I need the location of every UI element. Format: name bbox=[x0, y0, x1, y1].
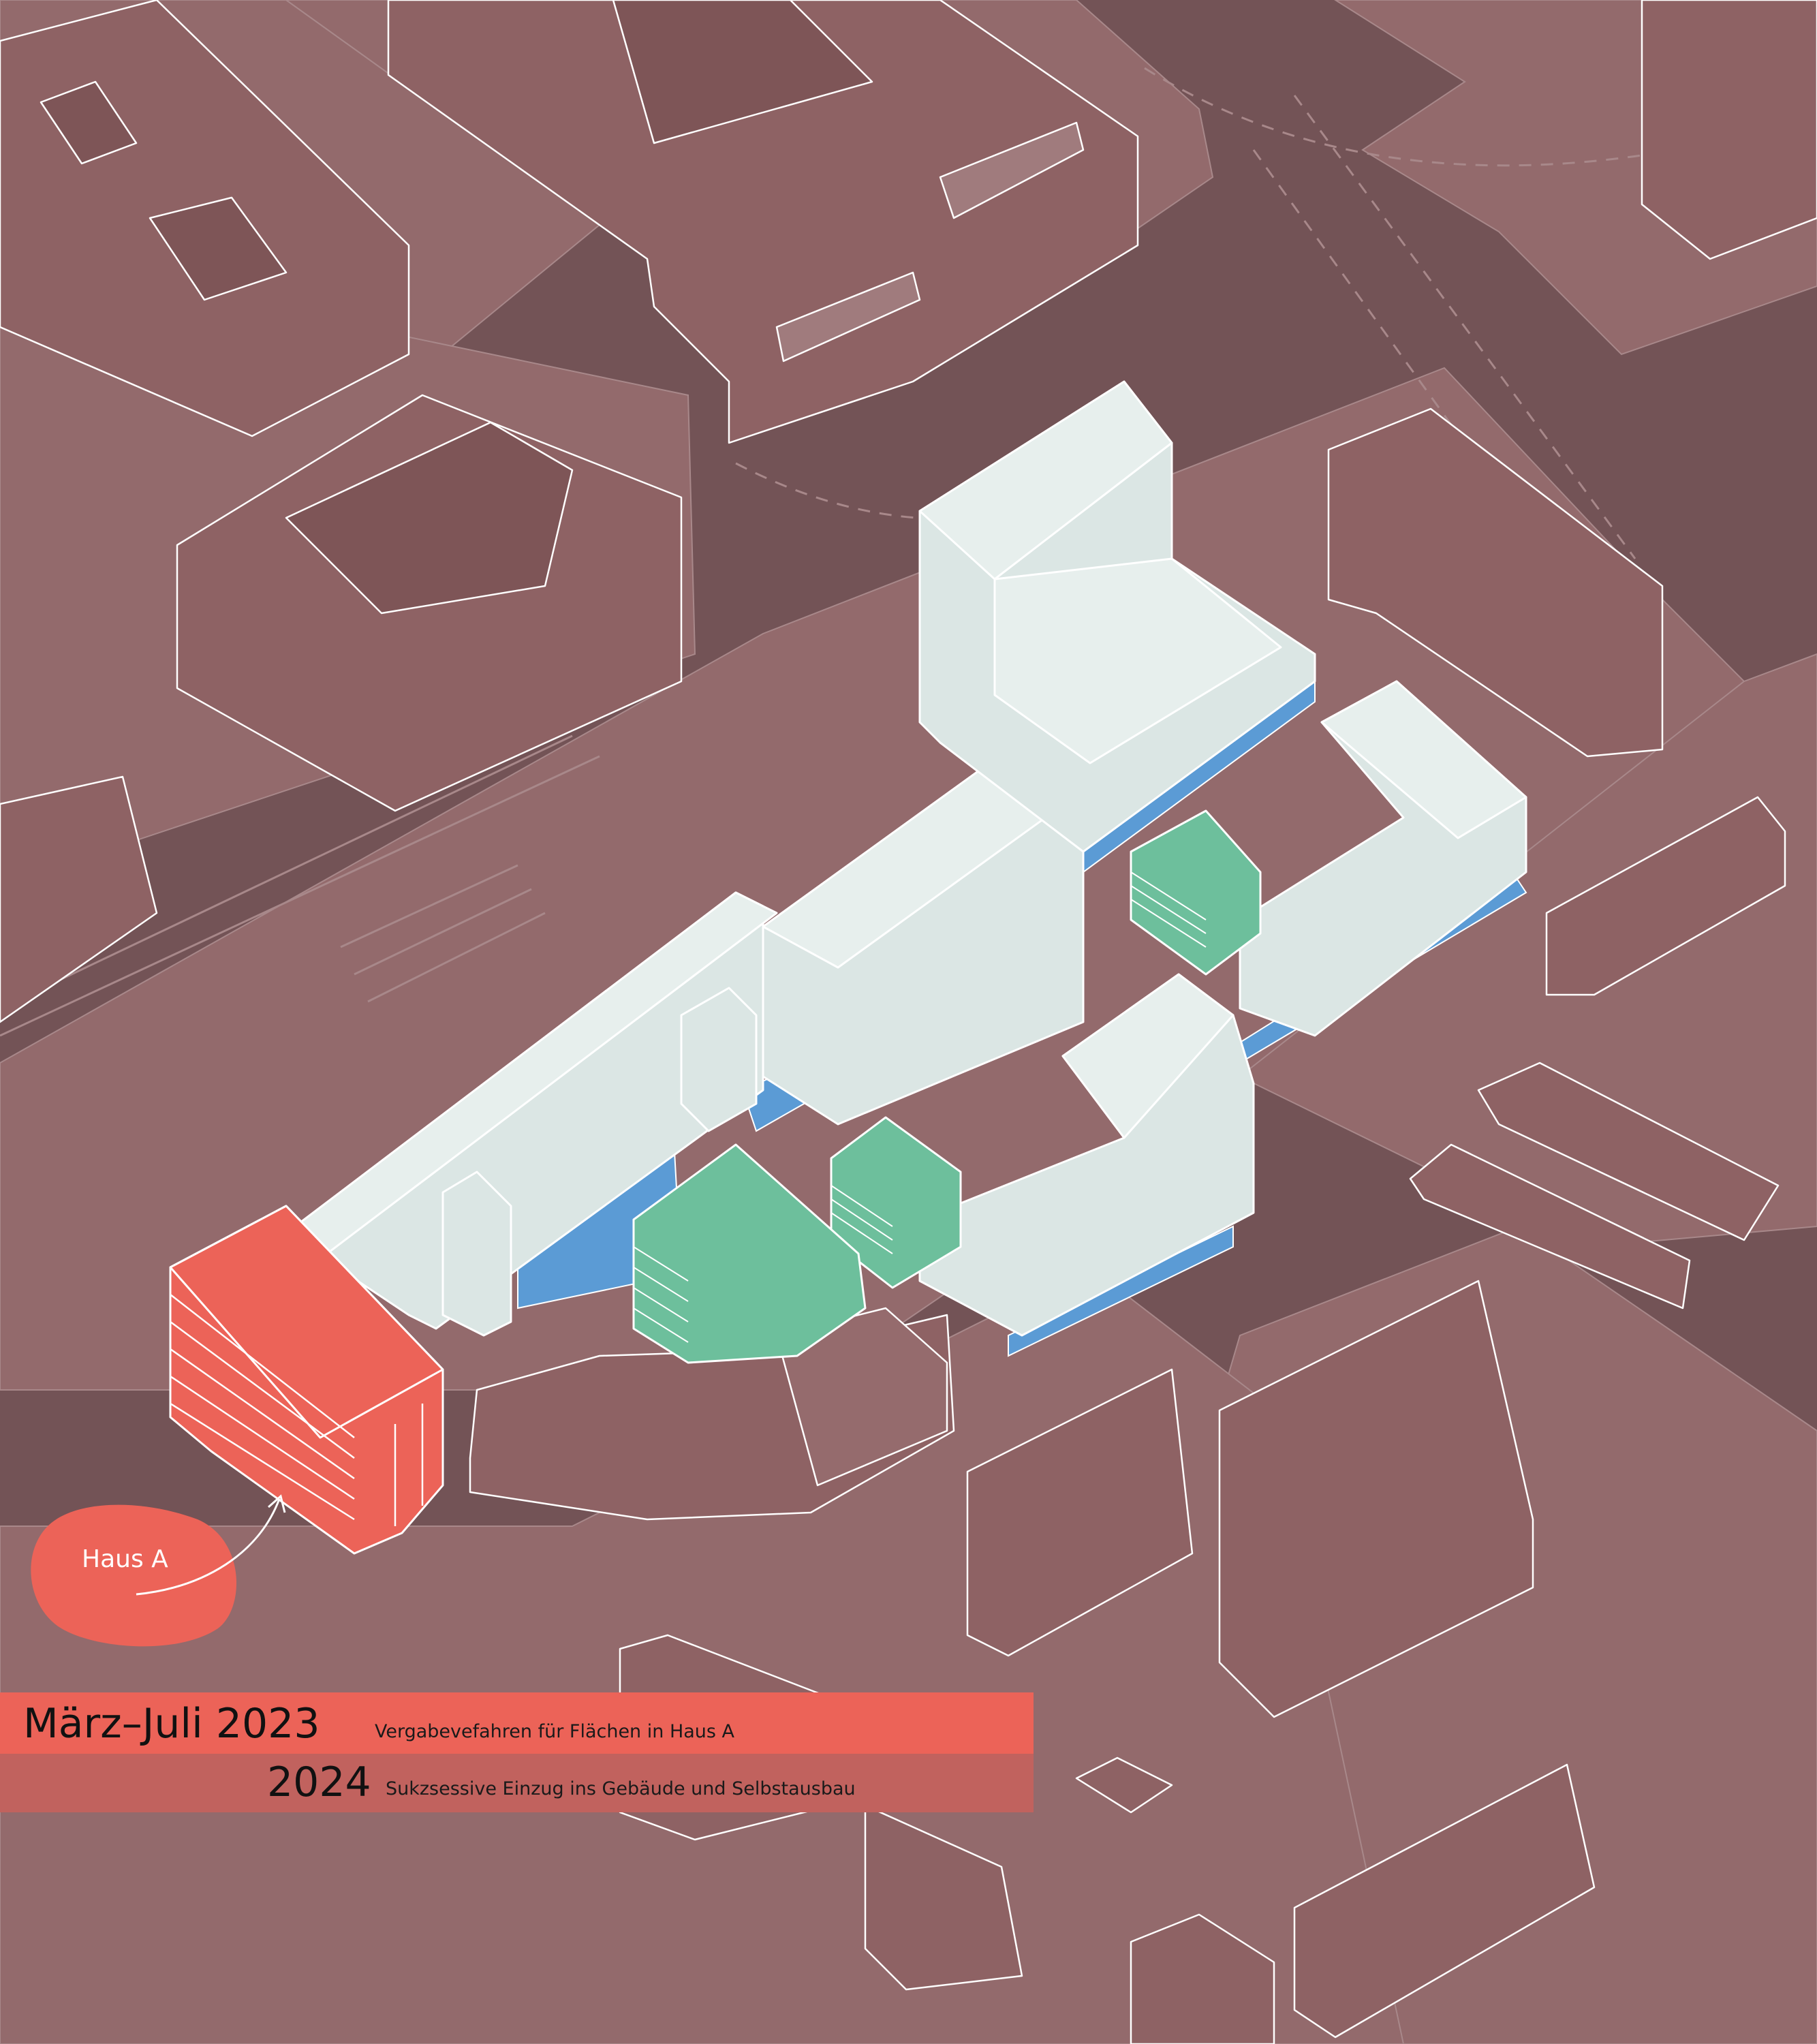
context-building-east-row-3 bbox=[1409, 1143, 1691, 1310]
context-building-north bbox=[387, 0, 1139, 444]
context-building-s-2 bbox=[864, 1804, 1023, 1991]
green-building-1 bbox=[1130, 809, 1262, 976]
context-building-east-row-2 bbox=[1477, 1062, 1780, 1241]
timeline-title-2: 2024 bbox=[267, 1759, 371, 1806]
context-building-s-3 bbox=[1130, 1913, 1275, 2044]
haus-a-label: Haus A bbox=[82, 1545, 168, 1573]
green-buildings bbox=[632, 809, 1262, 1364]
green-building-3 bbox=[632, 1143, 867, 1364]
haus-a-bubble bbox=[31, 1504, 237, 1647]
context-building-ne-tower bbox=[1641, 0, 1817, 260]
context-building-se-1 bbox=[1218, 1280, 1534, 1718]
timeline-description-2: Sukzsessive Einzug ins Gebäude und Selbs… bbox=[386, 1778, 856, 1799]
context-building-se-3 bbox=[1293, 1763, 1596, 2039]
haus-a-arrow bbox=[136, 1498, 281, 1596]
context-building-se-2 bbox=[966, 1368, 1194, 1657]
timeline-band-1: März–Juli 2023 Vergabevefahren für Fläch… bbox=[0, 1692, 1034, 1754]
context-building-east-slab bbox=[1327, 407, 1664, 758]
new-building-tower-2 bbox=[441, 1171, 512, 1337]
timeline-band-2: 2024 Sukzsessive Einzug ins Gebäude und … bbox=[0, 1754, 1034, 1812]
haus-a-callout: Haus A bbox=[31, 1494, 286, 1647]
timeline-title-1: März–Juli 2023 bbox=[23, 1700, 320, 1748]
arrow-head-icon bbox=[268, 1494, 286, 1513]
context-building-west bbox=[0, 775, 158, 1023]
new-buildings bbox=[285, 380, 1527, 1337]
new-building-tower-1 bbox=[680, 987, 758, 1132]
haus-a-building bbox=[169, 1205, 444, 1555]
timeline-description-1: Vergabevefahren für Flächen in Haus A bbox=[375, 1721, 735, 1742]
context-building-small bbox=[1075, 1756, 1173, 1814]
context-building-east-row-1 bbox=[1545, 796, 1786, 996]
